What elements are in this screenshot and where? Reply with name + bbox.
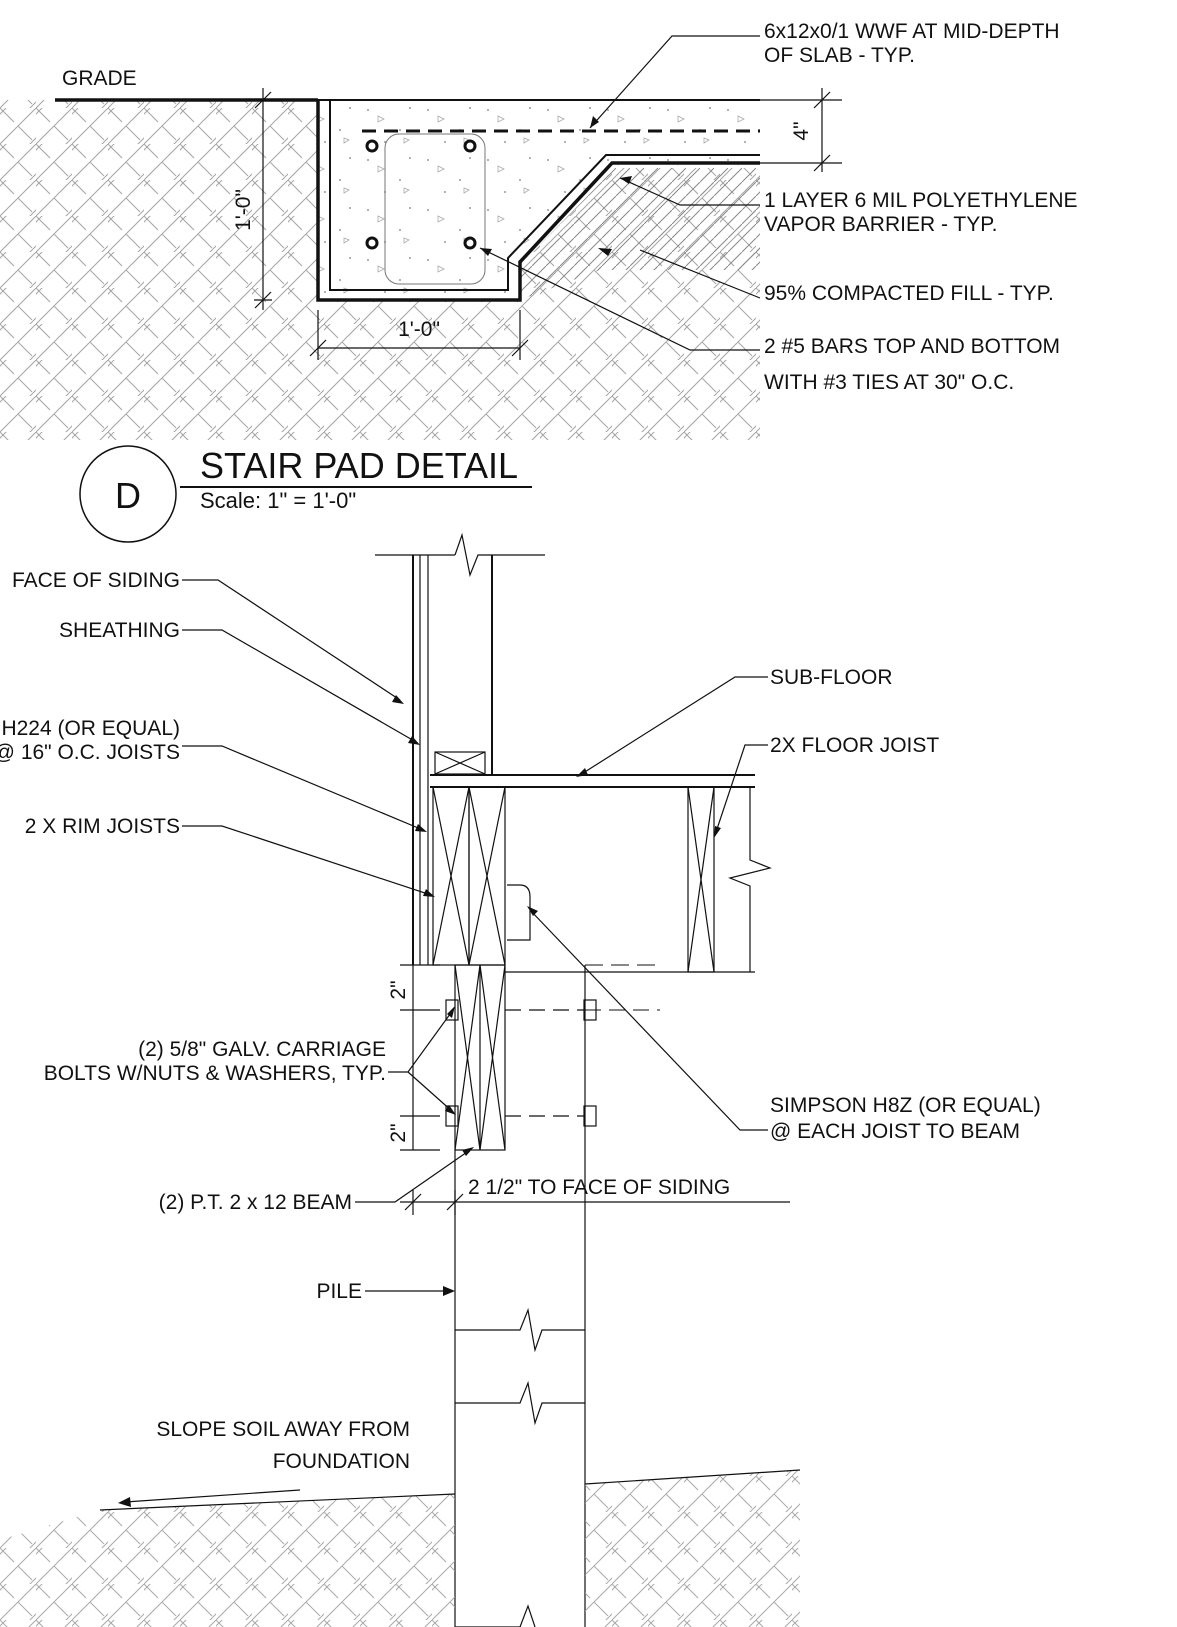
dim-bolt-top: 2" — [387, 980, 410, 999]
pile-label: PILE — [316, 1280, 362, 1303]
carriage-label-2: BOLTS W/NUTS & WASHERS, TYP. — [44, 1062, 386, 1085]
dim-slab: 4" — [790, 121, 813, 140]
detail-title: STAIR PAD DETAIL — [200, 445, 518, 486]
vapor-label-2: VAPOR BARRIER - TYP. — [764, 213, 997, 236]
vapor-label-1: 1 LAYER 6 MIL POLYETHYLENE — [764, 189, 1078, 212]
dim-bolt-bottom: 2" — [387, 1123, 410, 1142]
detail-scale: Scale: 1" = 1'-0" — [200, 488, 356, 513]
bars-label-1: 2 #5 BARS TOP AND BOTTOM — [764, 335, 1060, 358]
detail-title-block: D STAIR PAD DETAIL Scale: 1" = 1'-0" — [79, 445, 532, 543]
hanger-label-1: H224 (OR EQUAL) — [1, 717, 180, 740]
sheathing-label: SHEATHING — [59, 619, 180, 642]
slope-label-2: FOUNDATION — [273, 1450, 410, 1473]
dim-depth: 1'-0" — [232, 189, 255, 231]
face-dim-label: 2 1/2" TO FACE OF SIDING — [468, 1176, 730, 1199]
rim-joists-label: 2 X RIM JOISTS — [25, 815, 180, 838]
dim-width: 1'-0" — [398, 318, 440, 341]
simpson-label-2: @ EACH JOIST TO BEAM — [770, 1120, 1020, 1143]
carriage-label-1: (2) 5/8" GALV. CARRIAGE — [138, 1038, 386, 1061]
slope-label-1: SLOPE SOIL AWAY FROM — [156, 1418, 410, 1441]
face-of-siding-label: FACE OF SIDING — [12, 569, 180, 592]
simpson-label-1: SIMPSON H8Z (OR EQUAL) — [770, 1094, 1041, 1117]
detail-letter: D — [115, 475, 141, 516]
framing-pile-detail: 2" 2" FACE OF SIDING SHEATHING H224 (OR … — [0, 532, 1041, 1627]
floor-joist-label: 2X FLOOR JOIST — [770, 734, 939, 757]
wwf-label-2: OF SLAB - TYP. — [764, 44, 915, 67]
grade-label: GRADE — [62, 67, 137, 90]
bars-label-2: WITH #3 TIES AT 30" O.C. — [764, 371, 1014, 394]
fill-label: 95% COMPACTED FILL - TYP. — [764, 282, 1054, 305]
hanger-label-2: @ 16" O.C. JOISTS — [0, 741, 180, 764]
beam-label: (2) P.T. 2 x 12 BEAM — [159, 1191, 352, 1214]
wwf-label-1: 6x12x0/1 WWF AT MID-DEPTH — [764, 20, 1060, 43]
stair-pad-detail: 1'-0" 1'-0" 4" GRADE 6x12x0/1 WWF AT MID… — [0, 20, 1078, 440]
sub-floor-label: SUB-FLOOR — [770, 666, 893, 689]
